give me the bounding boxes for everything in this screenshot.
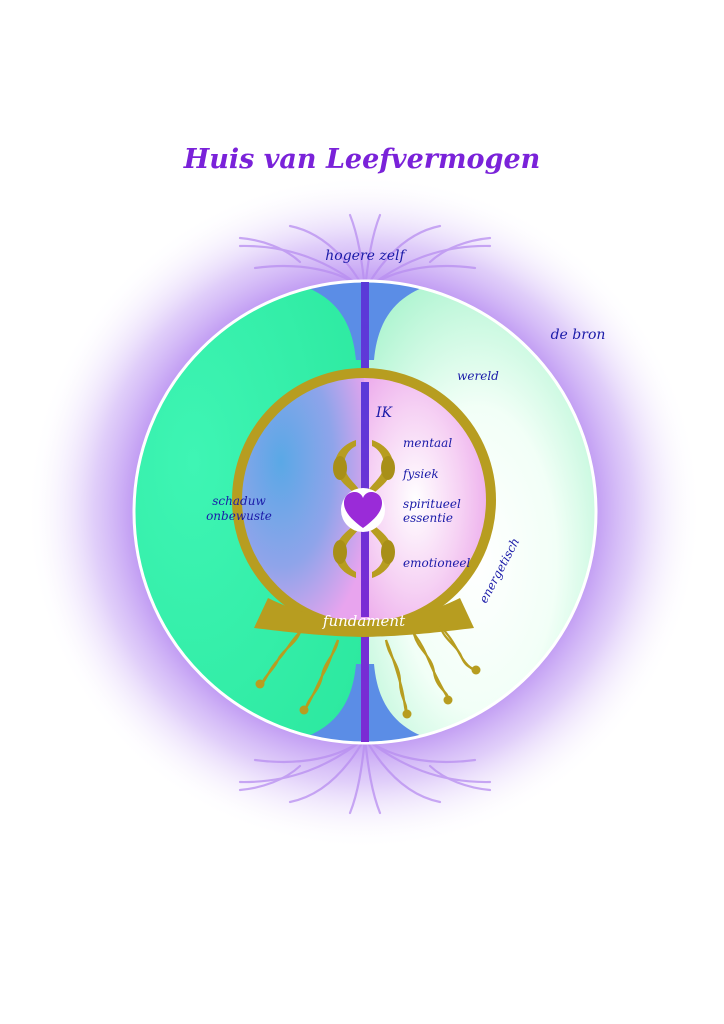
gold-swirl [333,440,395,578]
star-icon [443,695,453,705]
roots-bottom [238,736,492,815]
star-icon [402,709,412,719]
heart-icon [341,488,385,532]
label-fysiek: fysiek [402,467,439,481]
dna-stars [255,665,481,719]
label-essentie: essentie [403,511,453,525]
label-de-bron: de bron [551,327,606,343]
label-schaduw: schaduw [212,494,266,508]
star-icon [471,665,481,675]
star-icon [299,705,309,715]
label-mentaal: mentaal [403,436,452,450]
page-title: Huis van Leefvermogen [183,144,541,175]
fundament-base [254,598,474,637]
star-icon [255,679,265,689]
label-spiritueel: spiritueel [403,497,461,511]
label-hogere-zelf: hogere zelf [325,248,407,264]
label-emotioneel: emotioneel [403,556,471,570]
label-fundament: fundament [322,612,406,630]
label-ik: IK [375,405,394,421]
label-wereld: wereld [457,369,499,383]
label-onbewuste: onbewuste [206,509,272,523]
